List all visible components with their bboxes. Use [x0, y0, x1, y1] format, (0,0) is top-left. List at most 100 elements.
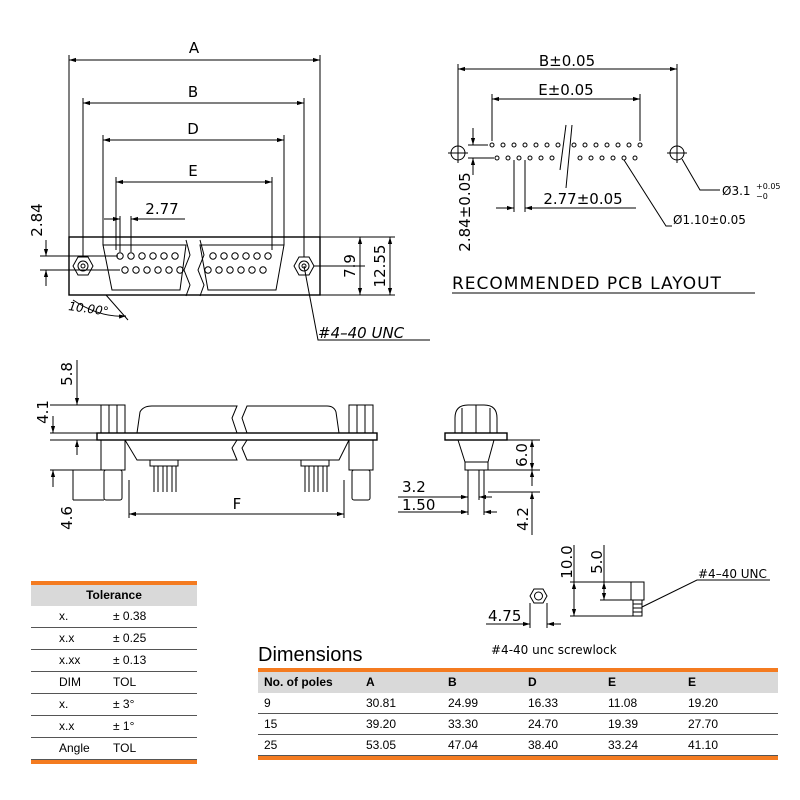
pcb-hole-small-label: Ø1.10±0.05	[673, 213, 746, 227]
pcb-hole-big-tol-plus: +0.05	[756, 182, 781, 191]
dimensions-cell: 38.40	[528, 738, 559, 752]
tolerance-title: Tolerance	[31, 585, 197, 606]
front-shell-left	[102, 244, 187, 291]
dimensions-header-cell: D	[528, 675, 537, 689]
dim-100-label: 10.0	[558, 545, 576, 578]
dimensions-cell: 30.81	[366, 696, 397, 710]
tolerance-value: ± 0.13	[113, 653, 147, 667]
dimensions-table: Dimensions No. of poles A B D E E 9 30.8…	[258, 642, 778, 760]
pcb-hole-big-label: Ø3.1	[722, 184, 751, 198]
dimensions-row: 9 30.81 24.99 16.33 11.08 19.20	[258, 693, 778, 714]
dim-B-label: B	[188, 83, 198, 101]
dimensions-header-cell: E	[608, 675, 617, 689]
pcb-B-label: B±0.05	[539, 52, 595, 70]
dimensions-cell: 9	[264, 696, 271, 710]
dim-79-label: 7.9	[341, 254, 359, 278]
dimensions-cell: 19.39	[608, 717, 639, 731]
dim-150-label: 1.50	[402, 496, 435, 514]
dim-41-label: 4.1	[34, 400, 52, 424]
dimensions-title: Dimensions	[258, 644, 363, 666]
dim-50-label: 5.0	[588, 550, 606, 574]
dimensions-row: 15 39.20 33.30 24.70 19.39 27.70	[258, 714, 778, 735]
dim-E-label: E	[188, 162, 197, 180]
tolerance-value: ± 3°	[113, 697, 135, 711]
tolerance-row: x.x ± 1°	[31, 716, 197, 738]
end-view: 6.0 4.2 3.2 1.50	[398, 404, 540, 535]
dimensions-header-cell: No. of poles	[264, 675, 333, 689]
tolerance-accent-bar-bottom	[31, 760, 197, 764]
tolerance-value: TOL	[113, 741, 137, 755]
pcb-title: RECOMMENDED PCB LAYOUT	[452, 274, 722, 294]
screwlock-hex-top	[529, 588, 548, 604]
dimensions-cell: 33.24	[608, 738, 639, 752]
dim-D-label: D	[187, 120, 199, 138]
dimensions-cell: 25	[264, 738, 278, 752]
dimensions-cell: 16.33	[528, 696, 559, 710]
side-screwhead-right	[348, 404, 374, 434]
mounting-hole-left	[448, 143, 468, 163]
side-flange	[96, 432, 378, 441]
tolerance-key: DIM	[59, 675, 81, 689]
tolerance-key: x.xx	[59, 653, 81, 667]
pcb-pin-holes	[489, 142, 643, 161]
dimensions-cell: 41.10	[688, 738, 719, 752]
dimensions-header-cell: A	[366, 675, 375, 689]
front-flange	[68, 236, 321, 296]
dim-F-label: F	[233, 495, 242, 513]
pcb-E-label: E±0.05	[538, 81, 593, 99]
dimensions-cell: 53.05	[366, 738, 397, 752]
dim-1255-label: 12.55	[371, 245, 389, 288]
tolerance-key: x.	[59, 697, 69, 711]
dim-475-label: 4.75	[488, 607, 521, 625]
tolerance-value: ± 0.38	[113, 609, 147, 623]
dimensions-cell: 24.99	[448, 696, 479, 710]
dim-46-label: 4.6	[58, 506, 76, 530]
front-view: A B D E 2.77 2.84 7.9	[28, 39, 430, 342]
tolerance-value: ± 1°	[113, 719, 135, 733]
dimensions-cell: 27.70	[688, 717, 719, 731]
tolerance-key: x.x	[59, 631, 75, 645]
tolerance-row: x.xx ± 0.13	[31, 650, 197, 672]
dimensions-cell: 47.04	[448, 738, 479, 752]
front-pins	[116, 252, 272, 274]
dimensions-cell: 19.20	[688, 696, 719, 710]
pcb-pitch-label: 2.77±0.05	[543, 190, 622, 208]
dim-pitch-label: 2.77	[145, 200, 178, 218]
dimensions-cell: 15	[264, 717, 278, 731]
dim-60-label: 6.0	[513, 443, 531, 467]
tolerance-row: x. ± 3°	[31, 694, 197, 716]
side-view: 5.8 4.1 4.6 F	[34, 360, 378, 530]
mounting-hole-right	[667, 143, 687, 163]
screwlock-caption: #4-40 unc screwlock	[491, 643, 617, 657]
dimensions-row: 25 53.05 47.04 38.40 33.24 41.10	[258, 735, 778, 756]
dim-32-label: 3.2	[402, 478, 426, 496]
dim-42-label: 4.2	[514, 507, 532, 531]
dim-A-label: A	[189, 39, 200, 57]
dimensions-accent-bar-bottom	[258, 756, 778, 760]
screwlock-thread-label: #4–40 UNC	[698, 567, 767, 581]
dimensions-accent-bar	[258, 668, 778, 672]
pcb-layout-view: B±0.05 E±0.05 2.77±0.05 2.84±0.05 Ø3.1 +…	[448, 52, 781, 294]
dim-284-label: 2.84	[28, 203, 46, 236]
tolerance-row: DIM TOL	[31, 672, 197, 694]
pcb-h-label: 2.84±0.05	[456, 172, 474, 251]
hex-screw-left	[72, 256, 94, 276]
thread-callout: #4–40 UNC	[318, 324, 405, 342]
tolerance-value: TOL	[113, 675, 137, 689]
tolerance-row: x.± 0.38	[31, 606, 197, 628]
dimensions-cell: 33.30	[448, 717, 479, 731]
tolerance-row: Angle TOL	[31, 738, 197, 760]
tolerance-key: Angle	[59, 741, 90, 755]
side-screwhead-left	[100, 404, 126, 434]
dimensions-cell: 24.70	[528, 717, 559, 731]
dimensions-header-row: No. of poles A B D E E	[258, 672, 778, 693]
dimensions-cell: 11.08	[608, 696, 638, 710]
dim-angle-label: 10.00°	[68, 299, 110, 318]
tolerance-value: ± 0.25	[113, 631, 147, 645]
screwlock-detail: 4.75 10.0 5.0 #4–40 UNC #4-40 unc screwl…	[486, 545, 770, 657]
pcb-hole-big-tol-minus: −0	[756, 192, 768, 201]
dimensions-cell: 39.20	[366, 717, 397, 731]
tolerance-key: x.x	[59, 719, 75, 733]
tolerance-row: x.x ± 0.25	[31, 628, 197, 650]
